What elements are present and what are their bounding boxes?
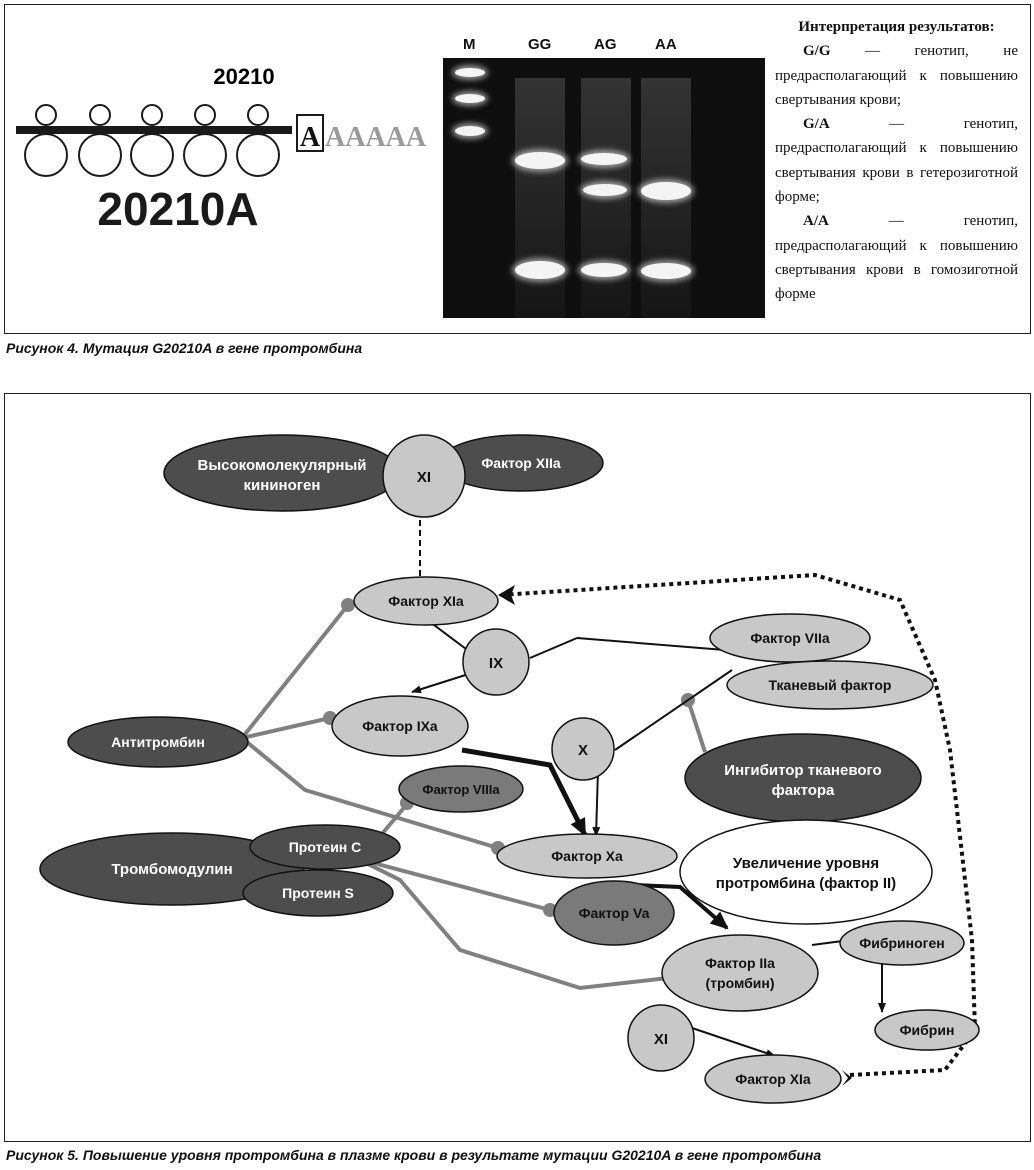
- gel-band: [581, 263, 627, 277]
- svg-text:Протеин C: Протеин C: [289, 839, 362, 855]
- node-tfpi: Ингибитор тканевого фактора: [684, 733, 922, 823]
- svg-text:Тромбомодулин: Тромбомодулин: [111, 861, 232, 878]
- feedback-loop: [499, 572, 978, 1077]
- node-f11a-bottom: Фактор XIa: [704, 1054, 842, 1104]
- lane-smear: [581, 78, 631, 318]
- svg-text:кининоген: кининоген: [244, 477, 321, 494]
- svg-text:Фибрин: Фибрин: [900, 1022, 955, 1038]
- node-increase: Увеличение уровня протромбина (фактор II…: [679, 819, 933, 925]
- node-ix: IX: [462, 628, 530, 696]
- svg-text:Фактор Va: Фактор Va: [579, 905, 650, 921]
- node-fibrin: Фибрин: [874, 1009, 980, 1051]
- node-protein-c: Протеин C: [249, 824, 401, 870]
- large-circles: [24, 133, 280, 177]
- small-circles: [35, 104, 269, 126]
- node-f8a: Фактор VIIIa: [398, 765, 524, 813]
- svg-text:Фибриноген: Фибриноген: [859, 935, 944, 951]
- node-thrombomodulin: Тромбомодулин: [39, 832, 305, 906]
- node-f9a: Фактор IXa: [331, 695, 469, 757]
- svg-text:Фактор Xa: Фактор Xa: [551, 848, 623, 864]
- gel-band: [641, 182, 691, 200]
- gel-band: [583, 184, 627, 196]
- svg-text:XI: XI: [654, 1031, 668, 1048]
- amplification-arrows: [461, 747, 729, 930]
- svg-text:Фактор XIa: Фактор XIa: [388, 593, 464, 609]
- svg-text:Фактор XIa: Фактор XIa: [735, 1071, 811, 1087]
- dna-mutation-diagram: 20210 A AAAAA 20210A: [16, 64, 427, 235]
- gel-band: [455, 68, 485, 77]
- node-protein-s: Протеин S: [242, 869, 394, 917]
- node-xi-bottom: XI: [627, 1004, 695, 1072]
- interpretation-item: A/A — генотип, предрасполагающий к повыш…: [775, 213, 1018, 303]
- genotype: G/A: [803, 116, 830, 133]
- genotype: A/A: [803, 213, 829, 230]
- lane-label-aa: AA: [655, 36, 677, 53]
- svg-text:Тканевый фактор: Тканевый фактор: [769, 677, 892, 693]
- mutated-base: A: [300, 122, 321, 153]
- feedback-arrow-tail: [842, 1070, 852, 1086]
- svg-text:Увеличение уровня: Увеличение уровня: [733, 855, 879, 872]
- interpretation-item: G/G — генотип, не предрасполагающий к по…: [775, 43, 1018, 108]
- gel-band: [581, 153, 627, 165]
- interpretation-panel: Интерпретация результатов: G/G — генотип…: [775, 15, 1018, 307]
- node-f11a: Фактор XIa: [353, 576, 499, 626]
- gel-band: [515, 261, 565, 279]
- node-f7a: Фактор VIIa: [709, 613, 871, 663]
- gel-band: [641, 263, 691, 279]
- svg-text:Фактор XIIa: Фактор XIIa: [481, 455, 561, 471]
- svg-text:Протеин S: Протеин S: [282, 885, 354, 901]
- dna-strand: [16, 126, 292, 134]
- node-tf: Тканевый фактор: [726, 660, 934, 710]
- figure-5-caption: Рисунок 5. Повышение уровня протромбина …: [6, 1147, 822, 1163]
- gel-band: [515, 152, 565, 169]
- node-xi-top: XI: [382, 434, 466, 518]
- svg-text:XI: XI: [417, 469, 431, 486]
- interpretation-item: G/A — генотип, предрасполагающий к повыш…: [775, 116, 1018, 206]
- svg-text:X: X: [578, 742, 588, 759]
- interpretation-title: Интерпретация результатов:: [798, 19, 995, 35]
- svg-text:протромбина (фактор II): протромбина (фактор II): [716, 875, 896, 892]
- gel-band: [455, 94, 485, 103]
- figure-4-caption: Рисунок 4. Мутация G20210A в гене протро…: [6, 340, 363, 356]
- mutation-label: 20210A: [97, 183, 258, 235]
- activation-lines: [411, 510, 886, 1057]
- genotype: G/G: [803, 43, 831, 60]
- coagulation-cascade-diagram: Фактор XIIa Высокомолекулярный кининоген…: [39, 434, 980, 1104]
- svg-text:Фактор IIa: Фактор IIa: [705, 955, 775, 971]
- svg-text:Фактор IXa: Фактор IXa: [362, 718, 438, 734]
- tail-bases: AAAAA: [325, 122, 427, 153]
- svg-text:IX: IX: [489, 655, 503, 672]
- svg-text:Фактор VIIIa: Фактор VIIIa: [422, 782, 500, 797]
- node-antithrombin: Антитромбин: [67, 716, 249, 768]
- svg-text:Высокомолекулярный: Высокомолекулярный: [198, 457, 367, 474]
- node-fibrinogen: Фибриноген: [839, 920, 965, 966]
- gel-electrophoresis-image: [443, 58, 765, 318]
- lane-label-ag: AG: [594, 36, 617, 53]
- svg-text:Ингибитор тканевого: Ингибитор тканевого: [724, 762, 881, 779]
- node-f5a: Фактор Va: [553, 880, 675, 946]
- svg-text:(тромбин): (тромбин): [706, 975, 775, 991]
- lane-label-gg: GG: [528, 36, 552, 53]
- svg-text:фактора: фактора: [772, 782, 835, 799]
- svg-text:Фактор VIIa: Фактор VIIa: [750, 630, 830, 646]
- node-x: X: [551, 717, 615, 781]
- node-f10a: Фактор Xa: [496, 833, 678, 879]
- mutated-base-box: [296, 114, 324, 152]
- lane-label-m: M: [463, 36, 476, 53]
- node-f2a: Фактор IIa (тромбин): [661, 934, 819, 1012]
- position-label: 20210: [213, 64, 274, 89]
- gel-band: [455, 126, 485, 136]
- node-f12a: Фактор XIIa: [438, 434, 604, 492]
- feedback-arrow-head: [498, 585, 515, 605]
- svg-text:Антитромбин: Антитромбин: [111, 734, 205, 750]
- node-hmwk: Высокомолекулярный кининоген: [163, 434, 401, 512]
